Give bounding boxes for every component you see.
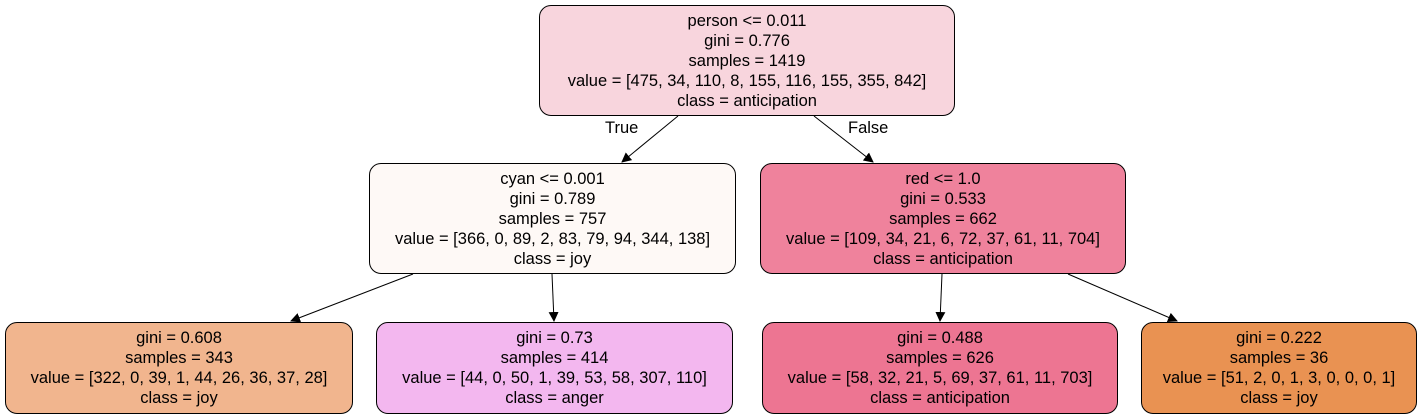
edge-red-to-joy — [1067, 273, 1178, 323]
node-value: value = [44, 0, 50, 1, 39, 53, 58, 307, … — [402, 369, 707, 387]
node-samples: samples = 1419 — [688, 51, 806, 70]
node-class: class = joy — [140, 389, 218, 407]
edge-cyan-to-anger — [548, 273, 559, 322]
node-gini: gini = 0.776 — [704, 31, 790, 50]
tree-leaf-joy-right: gini = 0.222 samples = 36 value = [51, 2… — [1141, 322, 1417, 414]
tree-node-cyan-split: cyan <= 0.001 gini = 0.789 samples = 757… — [369, 163, 736, 274]
edge-root-to-right — [813, 115, 874, 163]
node-gini: gini = 0.222 — [1236, 329, 1322, 347]
node-gini: gini = 0.73 — [516, 329, 593, 347]
node-value: value = [322, 0, 39, 1, 44, 26, 36, 37, … — [30, 369, 328, 387]
tree-node-root: person <= 0.011 gini = 0.776 samples = 1… — [539, 5, 955, 116]
node-class: class = anticipation — [870, 389, 1010, 407]
edge-label-false: False — [848, 119, 889, 137]
edge-red-to-anticipation — [935, 273, 946, 322]
node-class: class = anger — [505, 389, 604, 407]
node-gini: gini = 0.488 — [897, 329, 983, 347]
node-split-condition: cyan <= 0.001 — [500, 169, 605, 188]
tree-leaf-anticipation: gini = 0.488 samples = 626 value = [58, … — [762, 322, 1118, 414]
node-gini: gini = 0.608 — [136, 329, 222, 347]
node-samples: samples = 757 — [498, 209, 607, 228]
node-split-condition: red <= 1.0 — [905, 169, 981, 188]
tree-leaf-joy-left: gini = 0.608 samples = 343 value = [322,… — [5, 322, 353, 414]
node-value: value = [475, 34, 110, 8, 155, 116, 155,… — [567, 71, 927, 90]
node-gini: gini = 0.789 — [509, 189, 596, 208]
edge-label-true: True — [605, 119, 639, 137]
node-value: value = [51, 2, 0, 1, 3, 0, 0, 0, 1] — [1162, 369, 1396, 387]
edge-root-to-left — [621, 115, 679, 163]
node-gini: gini = 0.533 — [900, 189, 986, 208]
node-samples: samples = 414 — [500, 349, 609, 367]
node-class: class = joy — [1240, 389, 1318, 407]
edge-cyan-to-joy — [290, 273, 414, 323]
node-class: class = anticipation — [677, 91, 817, 110]
node-value: value = [58, 32, 21, 5, 69, 37, 61, 11, … — [787, 369, 1093, 387]
node-samples: samples = 36 — [1229, 349, 1329, 367]
node-split-condition: person <= 0.011 — [687, 11, 807, 30]
tree-node-red-split: red <= 1.0 gini = 0.533 samples = 662 va… — [760, 163, 1126, 274]
node-value: value = [366, 0, 89, 2, 83, 79, 94, 344,… — [394, 229, 711, 248]
node-class: class = joy — [513, 249, 592, 268]
node-samples: samples = 626 — [886, 349, 994, 367]
node-samples: samples = 662 — [889, 209, 997, 228]
node-samples: samples = 343 — [125, 349, 233, 367]
tree-leaf-anger: gini = 0.73 samples = 414 value = [44, 0… — [376, 322, 733, 414]
node-value: value = [109, 34, 21, 6, 72, 37, 61, 11,… — [786, 229, 1100, 248]
node-class: class = anticipation — [873, 249, 1013, 268]
